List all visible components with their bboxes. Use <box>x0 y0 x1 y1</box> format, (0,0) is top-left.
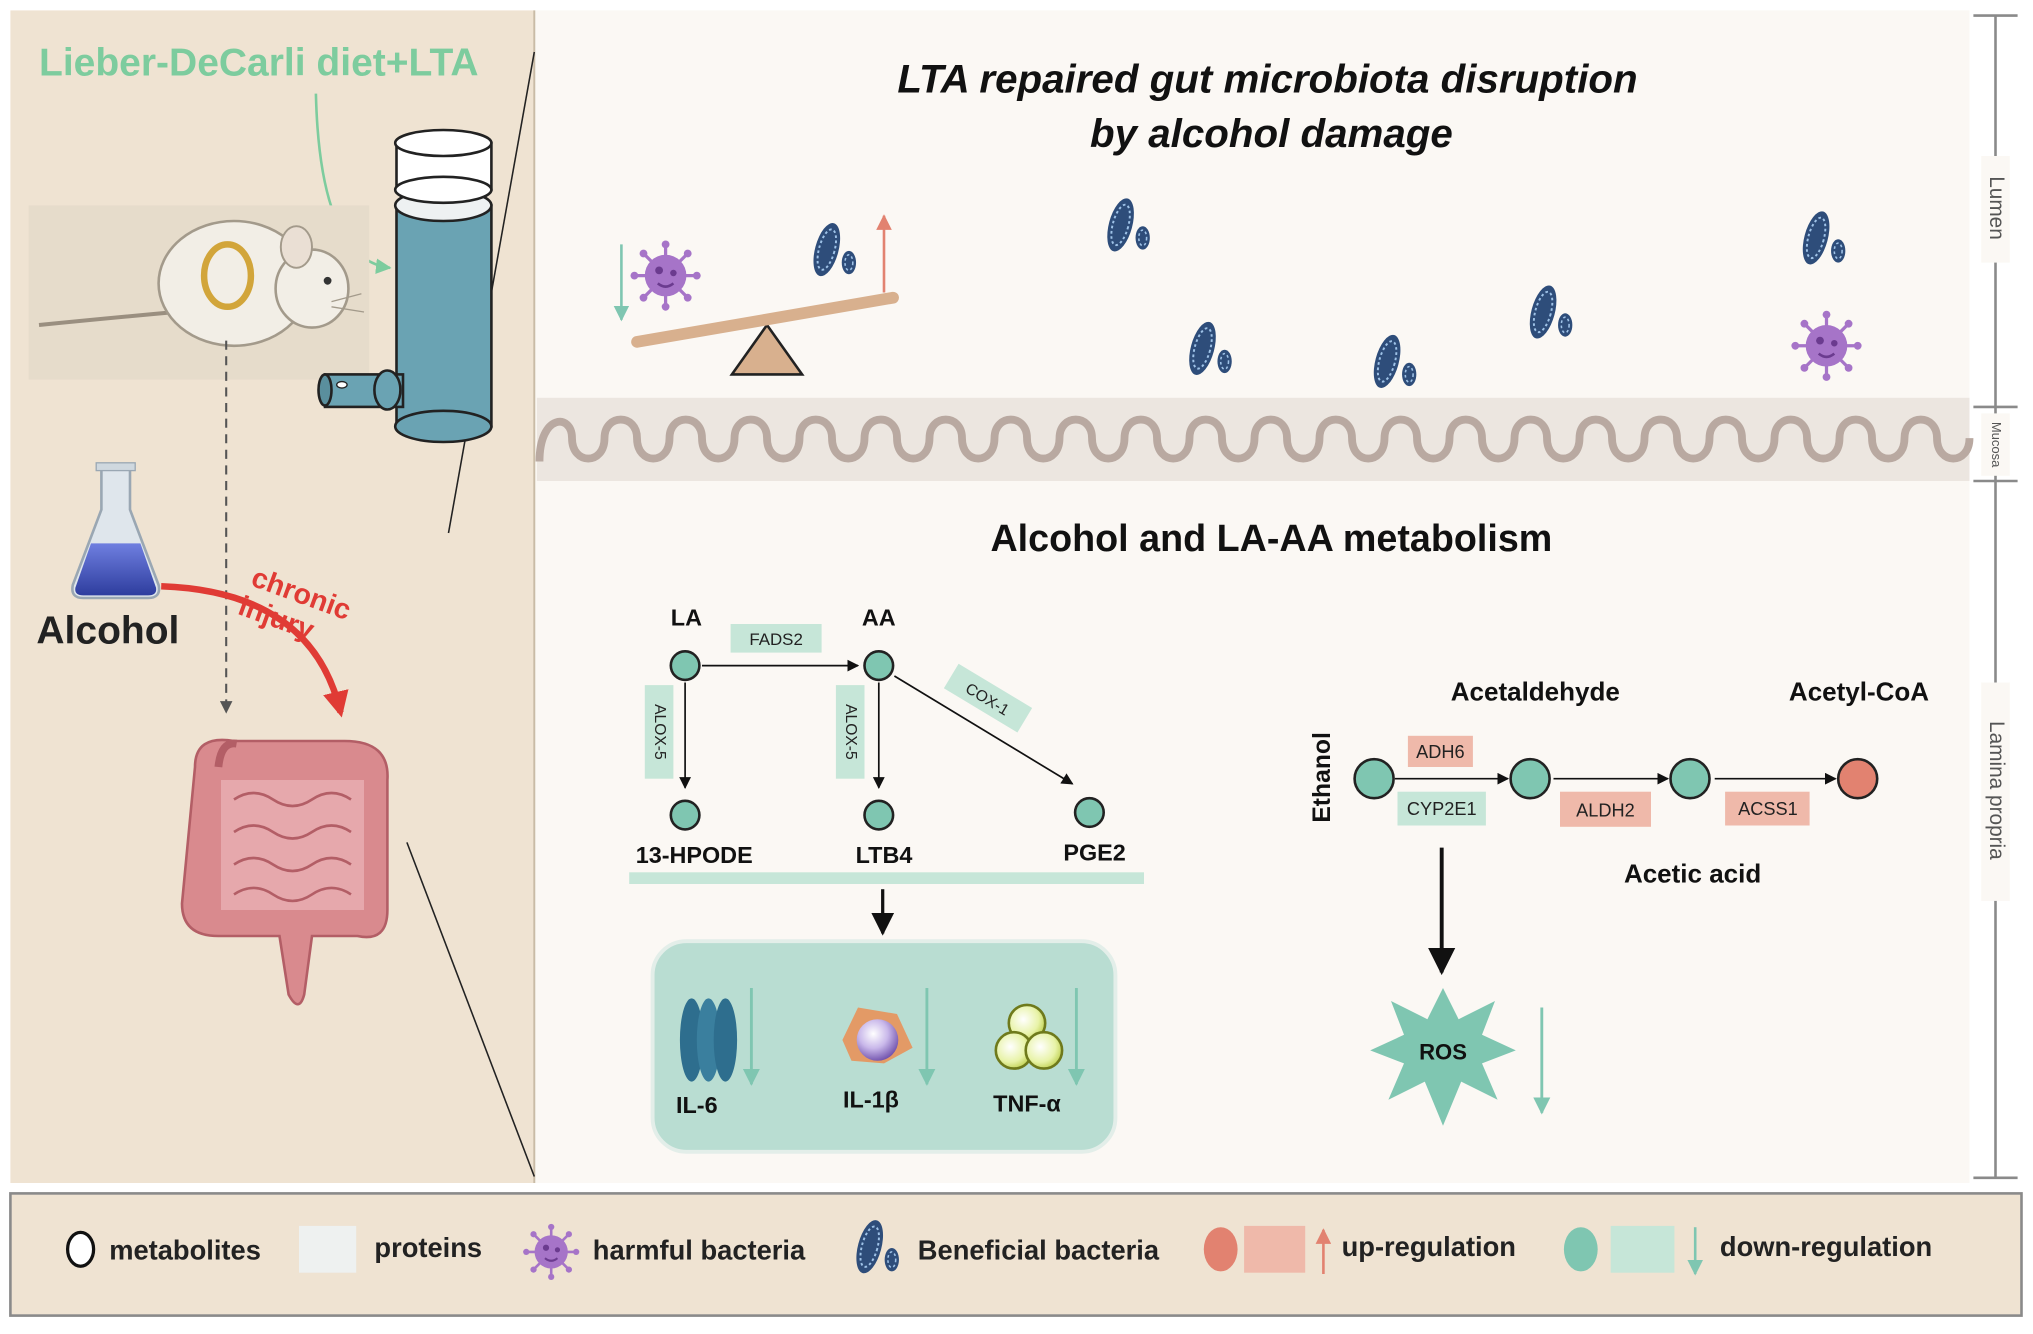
legend-down: down-regulation <box>1720 1231 1932 1262</box>
down-box-icon <box>1610 1225 1675 1273</box>
ros-icon <box>1370 987 1516 1126</box>
legend-up: up-regulation <box>1342 1231 1516 1262</box>
acetic-acid-node <box>1669 757 1711 800</box>
alox5-box-a <box>644 685 674 779</box>
il1b-label: IL-1β <box>843 1087 899 1113</box>
acetaldehyde-node <box>1509 757 1551 800</box>
hpode-label: 13-HPODE <box>636 842 753 868</box>
cox1-box <box>943 663 1033 733</box>
legend-harmful-icon <box>521 1222 581 1282</box>
la-node <box>669 649 701 682</box>
cyp2e1-label: CYP2E1 <box>1407 799 1477 819</box>
acetic-acid-label: Acetic acid <box>1624 859 1761 889</box>
metabolite-icon <box>65 1230 96 1268</box>
ethanol-label: Ethanol <box>1309 732 1336 823</box>
legend-harmful: harmful bacteria <box>593 1235 806 1266</box>
la-aa-pathway: LA AA FADS2 ALOX-5 ALOX-5 COX-1 13-HPODE… <box>629 604 1144 936</box>
legend-proteins: proteins <box>374 1232 482 1263</box>
main-title-line1: LTA repaired gut microbiota disruption <box>897 56 1637 101</box>
il6-label: IL-6 <box>676 1092 718 1118</box>
adh6-label: ADH6 <box>1416 742 1465 762</box>
acetyl-coa-node <box>1836 757 1879 800</box>
acss1-box <box>1725 791 1810 826</box>
alcohol-flask-icon <box>71 462 161 600</box>
adh6-box <box>1407 735 1473 767</box>
up-circle-icon <box>1203 1227 1238 1272</box>
protein-icon <box>299 1225 357 1273</box>
layer-scale <box>1973 14 2018 1180</box>
mucosa-band <box>535 397 1974 481</box>
ros-label: ROS <box>1419 1040 1467 1065</box>
cyp2e1-box <box>1397 791 1486 826</box>
mouse-icon <box>28 205 370 380</box>
harmful-bacteria-icon <box>628 238 703 313</box>
harmful-bacteria-icon <box>1789 309 1864 383</box>
pge2-label: PGE2 <box>1063 840 1125 866</box>
legend-beneficial: Beneficial bacteria <box>918 1235 1160 1266</box>
mucosa-label: Mucosa <box>1989 422 2004 468</box>
ethanol-pathway: Ethanol Acetaldehyde Acetyl-CoA Acetic a… <box>1309 677 1929 1126</box>
section-title: Alcohol and LA-AA metabolism <box>990 517 1552 559</box>
fads2-box <box>730 624 822 653</box>
tnfa-icon <box>994 1003 1064 1070</box>
legend-metabolites: metabolites <box>109 1235 261 1266</box>
fads2-label: FADS2 <box>749 630 803 649</box>
cytokine-box: IL-6 IL-1β TNF-α <box>650 939 1118 1154</box>
down-circle-icon <box>1563 1227 1598 1272</box>
hpode-node <box>669 799 701 831</box>
legend: metabolites proteins harmful bacteria Be… <box>9 1192 2023 1317</box>
intestine-icon <box>180 738 389 1006</box>
aa-node <box>863 649 895 682</box>
acetyl-coa-label: Acetyl-CoA <box>1789 677 1929 707</box>
alox5-label-a: ALOX-5 <box>651 704 668 760</box>
alcohol-label: Alcohol <box>36 610 179 653</box>
alox5-label-b: ALOX-5 <box>842 704 859 760</box>
aldh2-label: ALDH2 <box>1576 800 1635 820</box>
diet-label: Lieber-DeCarli diet+LTA <box>39 41 479 84</box>
acetaldehyde-label: Acetaldehyde <box>1451 677 1620 707</box>
ltb4-node <box>863 799 895 831</box>
lamina-propria-label: Lamina propria <box>1985 721 2008 860</box>
lumen-label: Lumen <box>1985 176 2008 240</box>
la-label: LA <box>671 604 702 630</box>
injury-arrow <box>161 583 349 718</box>
il1b-icon <box>842 1007 913 1064</box>
pathway-bar <box>629 872 1144 884</box>
il6-icon <box>679 998 738 1082</box>
pge2-node <box>1073 796 1105 829</box>
aa-label: AA <box>862 604 896 630</box>
alox5-box-b <box>835 685 865 779</box>
acss1-label: ACSS1 <box>1738 799 1798 819</box>
ltb4-label: LTB4 <box>856 842 913 868</box>
main-title-line2: by alcohol damage <box>1090 111 1453 156</box>
tnfa-label: TNF-α <box>993 1091 1061 1117</box>
seesaw-icon <box>631 291 899 376</box>
ethanol-node <box>1353 757 1395 800</box>
inhaler-icon <box>317 128 493 444</box>
aldh2-box <box>1560 791 1651 827</box>
up-box-icon <box>1244 1225 1306 1273</box>
